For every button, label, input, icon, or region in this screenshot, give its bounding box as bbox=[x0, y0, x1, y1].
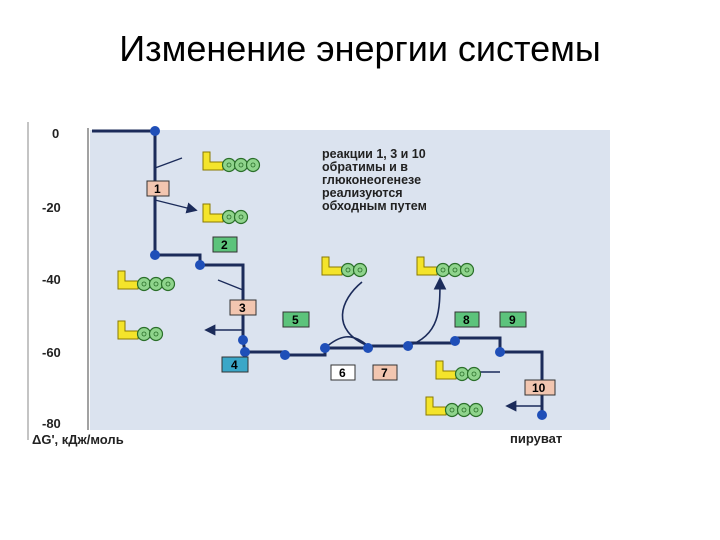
svg-text:глюконеогенезе: глюконеогенезе bbox=[322, 173, 421, 187]
svg-text:обратимы и в: обратимы и в bbox=[322, 160, 408, 174]
svg-text:2: 2 bbox=[221, 238, 228, 252]
reaction-arrows bbox=[154, 157, 542, 412]
svg-text:обходным путем: обходным путем bbox=[322, 199, 427, 213]
reaction-note: реакции 1, 3 и 10 обратимы и в глюконеог… bbox=[322, 147, 427, 213]
axis-title: ΔG', кДж/моль bbox=[32, 432, 124, 447]
slide-title: Изменение энергии системы bbox=[119, 28, 601, 69]
y-axis: 0 -20 -40 -60 -80 ΔG', кДж/моль bbox=[27, 122, 124, 447]
svg-text:8: 8 bbox=[463, 313, 470, 327]
step-4-box: 4 bbox=[221, 356, 249, 373]
svg-text:реакции 1, 3 и 10: реакции 1, 3 и 10 bbox=[322, 147, 426, 161]
svg-text:1: 1 bbox=[154, 182, 161, 196]
step-7-box: 7 bbox=[372, 364, 398, 381]
path-nodes bbox=[150, 126, 547, 420]
step-3-box: 3 bbox=[229, 299, 257, 316]
step-2-box: 2 bbox=[212, 236, 238, 253]
tick-label: -80 bbox=[42, 416, 61, 431]
step-10-box: 10 bbox=[524, 379, 556, 396]
step-5-box: 5 bbox=[282, 311, 310, 328]
pyruvate-label: пируват bbox=[510, 431, 562, 446]
step-8-box: 8 bbox=[454, 311, 480, 328]
step-9-box: 9 bbox=[499, 311, 527, 328]
svg-text:4: 4 bbox=[231, 358, 238, 372]
svg-text:5: 5 bbox=[292, 313, 299, 327]
svg-text:реализуются: реализуются bbox=[322, 186, 403, 200]
svg-text:6: 6 bbox=[339, 366, 346, 380]
svg-text:9: 9 bbox=[509, 313, 516, 327]
tick-label: -60 bbox=[42, 345, 61, 360]
step-1-box: 1 bbox=[146, 180, 170, 197]
tick-label: -40 bbox=[42, 272, 61, 287]
svg-text:10: 10 bbox=[532, 381, 546, 395]
tick-label: -20 bbox=[42, 200, 61, 215]
svg-text:7: 7 bbox=[381, 366, 388, 380]
svg-text:3: 3 bbox=[239, 301, 246, 315]
tick-label: 0 bbox=[52, 126, 59, 141]
step-6-box: 6 bbox=[330, 364, 356, 381]
